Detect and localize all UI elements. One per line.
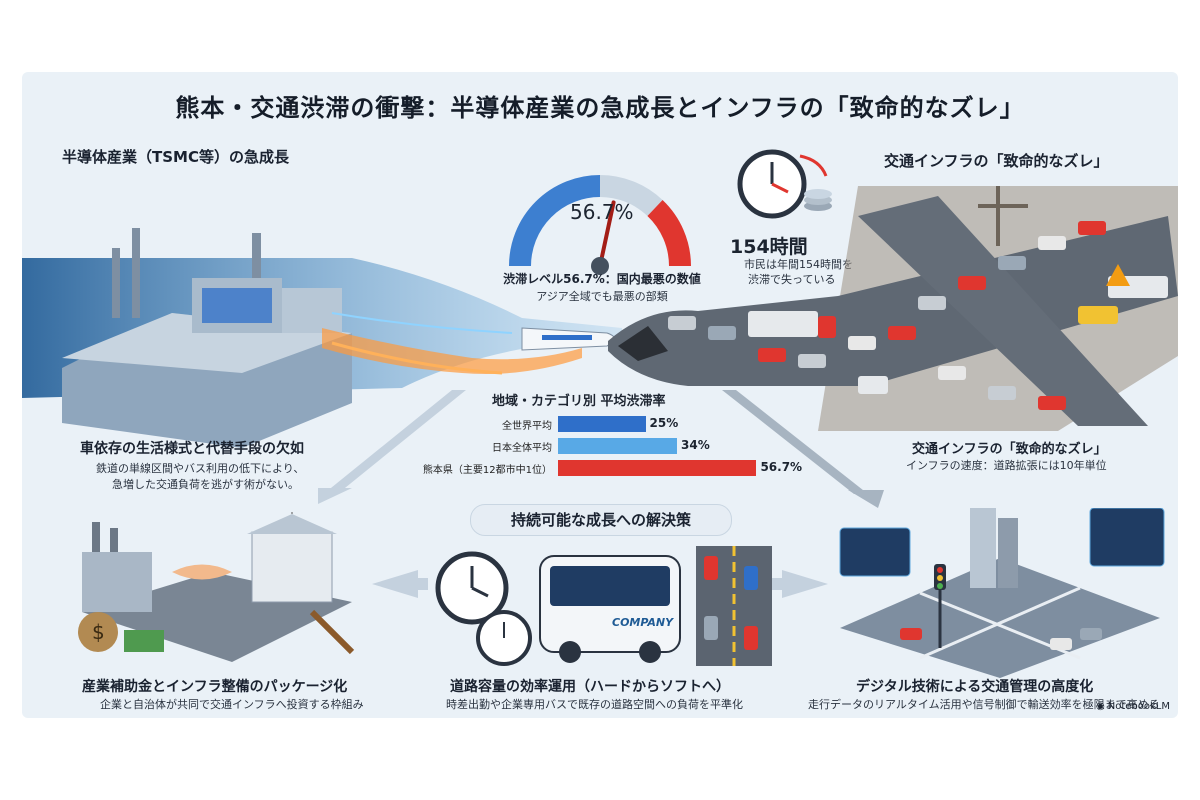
bar-value-label: 25% <box>649 416 679 430</box>
bar <box>558 460 757 476</box>
svg-text:$: $ <box>92 620 105 644</box>
car-dependence-line2: 急増した交通負荷を逃がす術がない。 <box>112 478 299 491</box>
solution-3-heading: デジタル技術による交通管理の高度化 <box>856 679 1094 695</box>
bus-company-text: COMPANY <box>612 616 674 629</box>
infrastructure-gap-heading: 交通インフラの「致命的なズレ」 <box>884 152 1109 170</box>
lost-hours-value: 154時間 <box>730 236 808 258</box>
clock-coins-icon <box>737 149 832 219</box>
notebooklm-icon: ◉ <box>1096 701 1105 712</box>
gauge-subcaption: アジア全域でも最悪の部類 <box>536 290 668 303</box>
bus-efficiency-illustration: COMPANY <box>435 546 772 666</box>
infrastructure-gap-heading-2: 交通インフラの「致命的なズレ」 <box>912 442 1107 457</box>
notebooklm-logo: ◉ NotebookLM <box>1096 701 1170 712</box>
infrastructure-speed-note: インフラの速度：道路拡張には10年単位 <box>906 459 1107 472</box>
solution-1-sub: 企業と自治体が共同で交通インフラへ投資する枠組み <box>100 698 364 711</box>
solutions-pill: 持続可能な成長への解決策 <box>470 504 732 536</box>
subsidy-partnership-illustration: $ <box>78 512 355 662</box>
gauge-caption: 渋滞レベル56.7%：国内最悪の数値 <box>503 272 701 286</box>
page-title: 熊本・交通渋滞の衝撃：半導体産業の急成長とインフラの「致命的なズレ」 <box>175 94 1025 122</box>
bar-label: 熊本県（主要12都市中1位） <box>422 465 552 476</box>
lost-hours-caption-line1: 市民は年間154時間を <box>744 258 853 271</box>
bar-value-label: 56.7% <box>760 460 803 474</box>
traffic-jam-illustration <box>608 186 1178 431</box>
semiconductor-heading: 半導体産業（TSMC等）の急成長 <box>62 148 289 166</box>
solution-2-sub: 時差出勤や企業専用バスで既存の道路空間への負荷を平準化 <box>446 698 743 711</box>
notebooklm-text: NotebookLM <box>1107 701 1170 712</box>
bar <box>558 438 677 454</box>
car-dependence-heading: 車依存の生活様式と代替手段の欠如 <box>80 441 304 457</box>
bar-chart-title: 地域・カテゴリ別 平均渋滞率 <box>492 394 666 409</box>
semiconductor-factory-illustration <box>22 228 622 448</box>
bar-chart: 全世界平均 25% 日本全体平均 34% 熊本県（主要12都市中1位） 56.7% <box>402 408 822 488</box>
car-dependence-line1: 鉄道の単線区間やバス利用の低下により、 <box>96 462 305 475</box>
bar-label: 日本全体平均 <box>492 443 552 454</box>
gauge-value: 56.7% <box>570 200 634 224</box>
infographic-panel: 熊本・交通渋滞の衝撃：半導体産業の急成長とインフラの「致命的なズレ」 半導体産業… <box>22 72 1178 718</box>
flow-arrows <box>318 390 884 598</box>
solution-2-heading: 道路容量の効率運用（ハードからソフトへ） <box>450 679 730 695</box>
solution-1-heading: 産業補助金とインフラ整備のパッケージ化 <box>82 679 348 695</box>
congestion-gauge <box>509 175 691 275</box>
digital-traffic-illustration <box>839 508 1165 678</box>
lost-hours-caption-line2: 渋滞で失っている <box>748 273 836 286</box>
solution-3-sub: 走行データのリアルタイム活用や信号制御で輸送効率を極限まで高める <box>808 698 1160 711</box>
bar <box>558 416 646 432</box>
bar-label: 全世界平均 <box>502 421 552 432</box>
bar-value-label: 34% <box>681 438 710 452</box>
